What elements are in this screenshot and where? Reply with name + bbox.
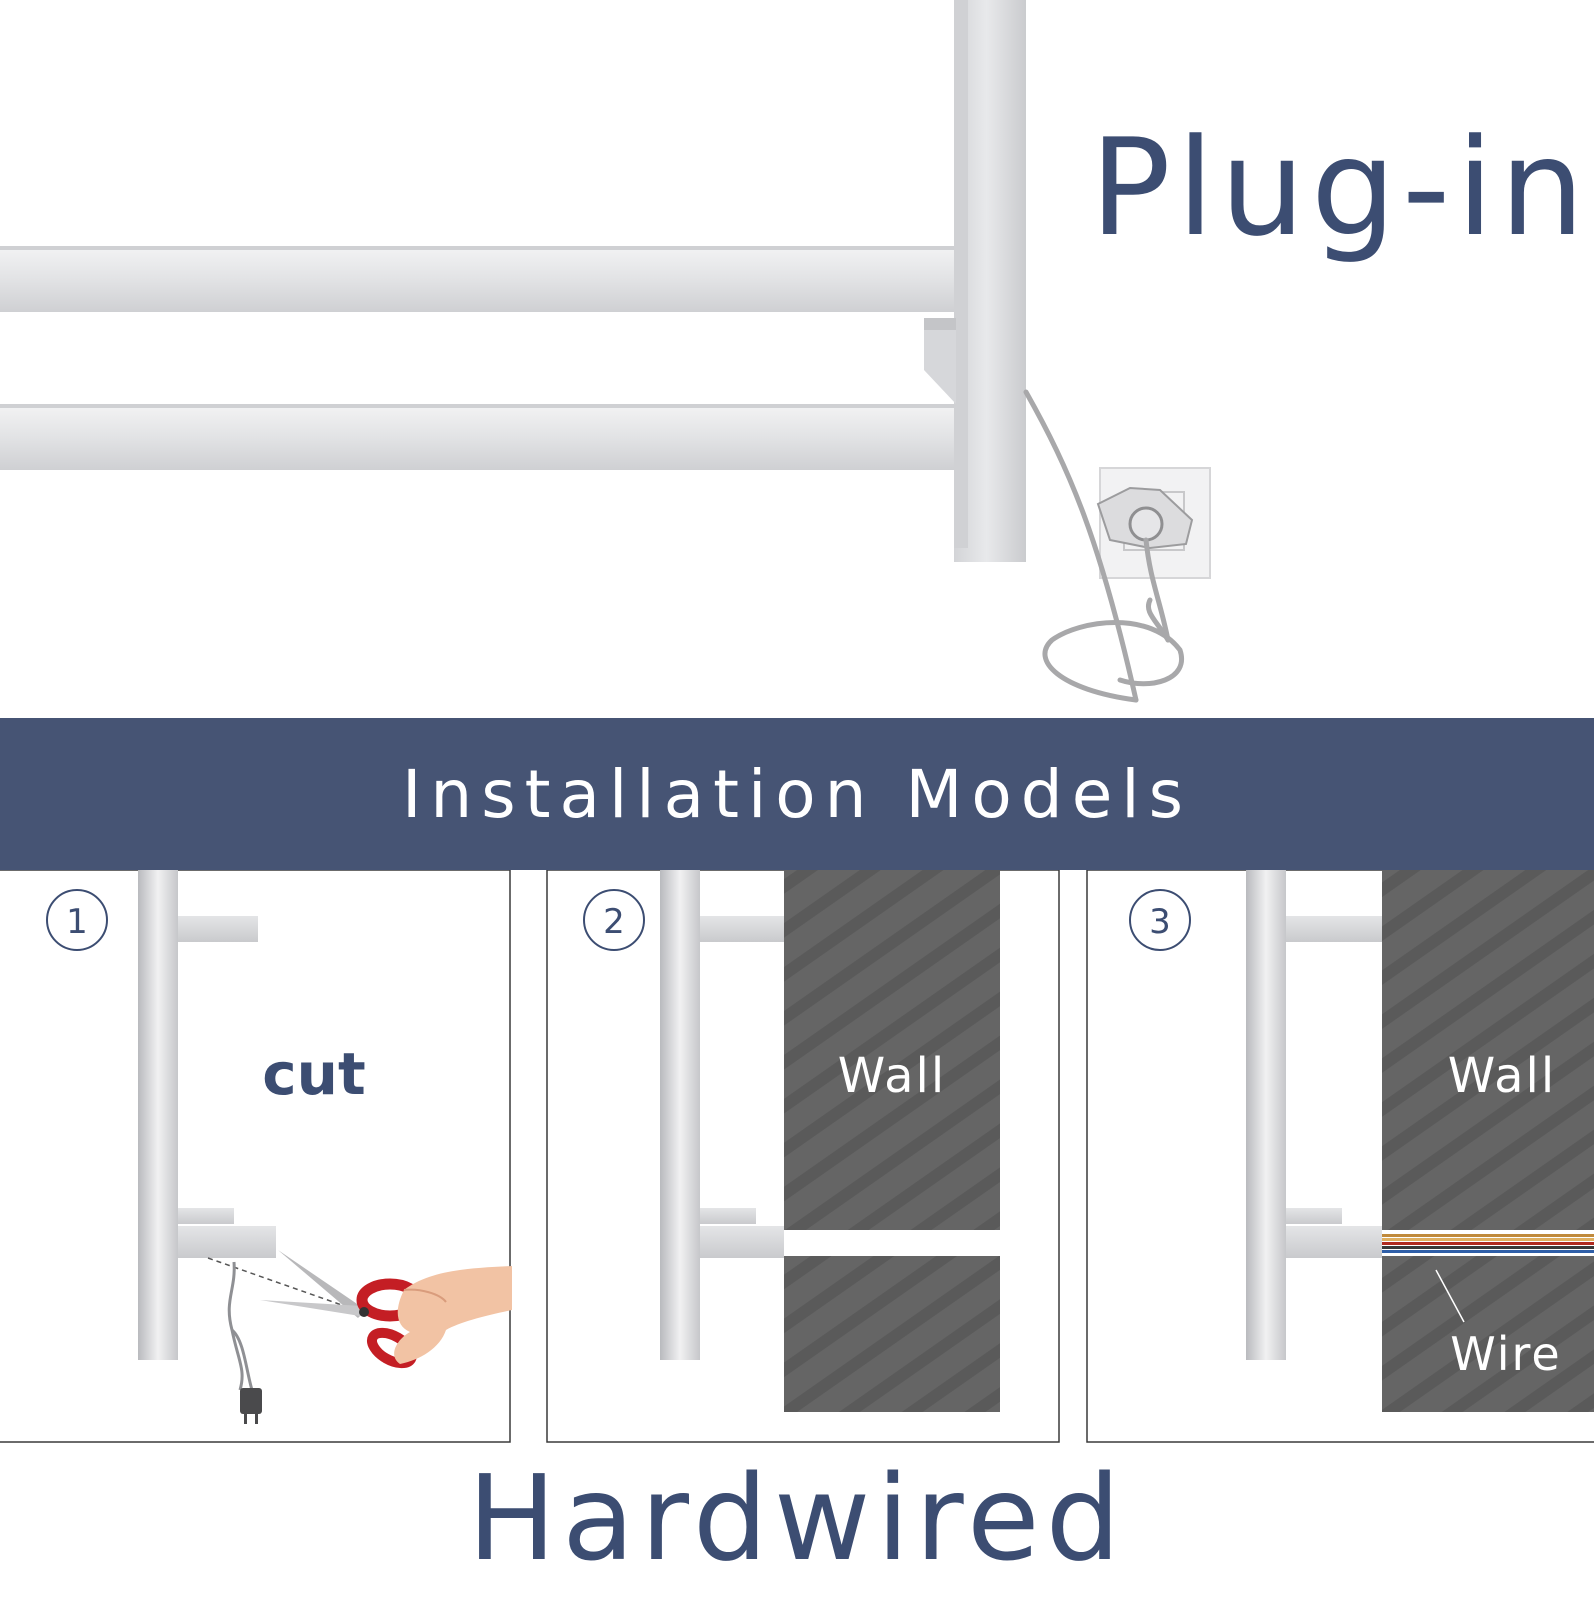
- step-3-panel: 3 Wall Wire: [1086, 870, 1594, 1444]
- banner-title: Installation Models: [401, 755, 1193, 833]
- step-2-number: 2: [603, 902, 625, 942]
- step-3-illustration: 3 Wall Wire: [1086, 870, 1594, 1443]
- wall-block-icon: [784, 870, 1000, 1412]
- power-cord-icon: [227, 1261, 254, 1391]
- plug-in-hero: [0, 0, 1594, 718]
- step-1-illustration: 1 cut: [0, 870, 512, 1443]
- wall-label: Wall: [1448, 1048, 1556, 1104]
- step-1-panel: 1 cut: [0, 870, 512, 1444]
- step-3-number: 3: [1149, 902, 1171, 942]
- step-2-panel: 2 Wall: [546, 870, 1060, 1444]
- plug-in-heading: Plug-in: [1090, 110, 1591, 266]
- cut-label: cut: [262, 1040, 365, 1108]
- towel-rail-side-icon: [660, 870, 784, 1360]
- towel-rail-illustration: [0, 0, 1211, 703]
- hand-icon: [394, 1266, 512, 1364]
- step-1-number: 1: [66, 902, 88, 942]
- step-2-number-badge: 2: [583, 889, 645, 951]
- step-3-number-badge: 3: [1129, 889, 1191, 951]
- cut-line: [207, 1257, 357, 1311]
- plug-icon: [240, 1388, 262, 1424]
- installation-models-banner: Installation Models: [0, 718, 1594, 870]
- step-2-illustration: 2 Wall: [546, 870, 1060, 1443]
- wire-bundle-icon: [1382, 1232, 1594, 1323]
- wall-label: Wall: [838, 1048, 946, 1104]
- power-cord-icon: [1023, 389, 1185, 703]
- wire-label: Wire: [1450, 1327, 1561, 1381]
- towel-rail-side-icon: [1246, 870, 1382, 1360]
- towel-rail-icon: [0, 0, 1026, 562]
- hardwired-heading: Hardwired: [467, 1449, 1127, 1587]
- wall-block-icon: [1382, 870, 1594, 1412]
- wall-socket-icon: [1096, 467, 1211, 579]
- step-1-number-badge: 1: [46, 889, 108, 951]
- towel-rail-side-icon: [138, 870, 276, 1360]
